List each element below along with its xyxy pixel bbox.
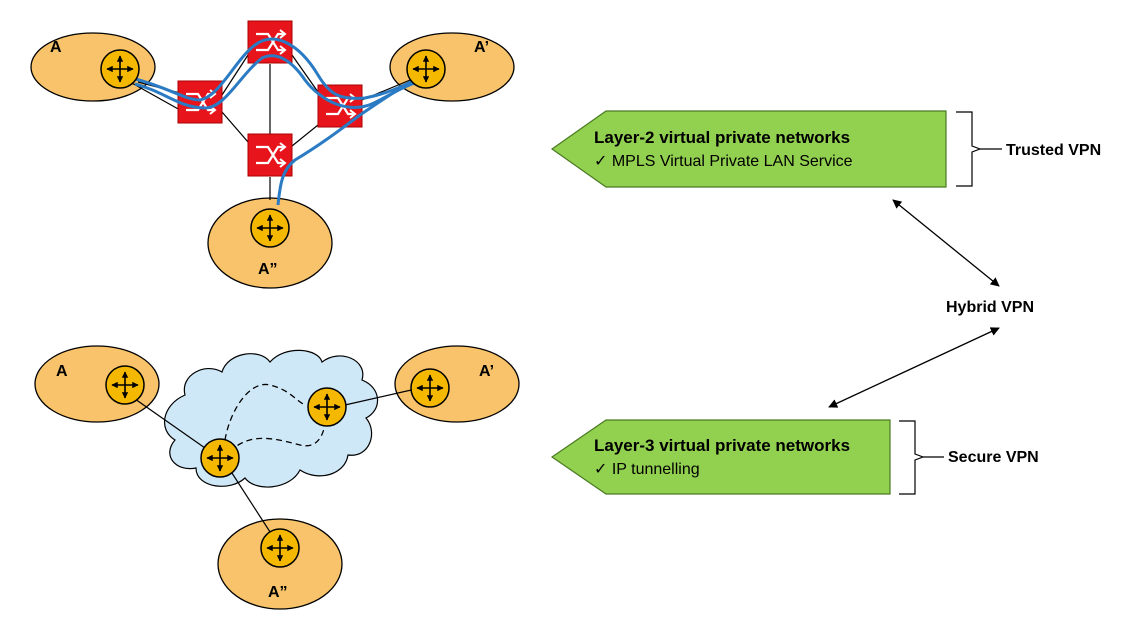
- router-icon: [308, 388, 346, 426]
- router-icon: [411, 369, 449, 407]
- bottom-network: A A’ A”: [34, 345, 520, 610]
- router-icon: [261, 529, 299, 567]
- layer2-box: Layer-2 virtual private networks ✓ MPLS …: [550, 110, 947, 188]
- top-network: A A’ A”: [30, 19, 515, 289]
- layer3-box: Layer-3 virtual private networks ✓ IP tu…: [550, 419, 891, 495]
- site-label: A”: [258, 261, 278, 278]
- hybrid-arrow-top: [892, 199, 1000, 287]
- layer3-item: ✓ IP tunnelling: [594, 461, 700, 478]
- router-icon: [407, 50, 445, 88]
- layer3-title: Layer-3 virtual private networks: [594, 436, 850, 455]
- site-label: A”: [268, 584, 288, 601]
- access-links: [124, 387, 421, 536]
- router-icon: [201, 439, 239, 477]
- physical-links: [129, 54, 416, 200]
- router-icon: [251, 209, 289, 247]
- site-label: A’: [479, 363, 494, 380]
- ip-tunnels: [224, 383, 326, 453]
- site-label: A’: [474, 39, 489, 56]
- layer2-item: ✓ MPLS Virtual Private LAN Service: [594, 153, 853, 170]
- router-icon: [101, 50, 139, 88]
- site-label: A: [56, 363, 68, 380]
- secure-vpn-label: Secure VPN: [948, 449, 1039, 466]
- trusted-brace: [956, 111, 982, 187]
- internet-cloud: [164, 349, 379, 488]
- hybrid-vpn-label: Hybrid VPN: [946, 299, 1034, 316]
- secure-brace: [899, 420, 925, 495]
- trusted-vpn-label: Trusted VPN: [1006, 142, 1101, 159]
- router-icon: [106, 366, 144, 404]
- layer2-title: Layer-2 virtual private networks: [594, 128, 850, 147]
- hybrid-arrow-bottom: [828, 327, 1000, 408]
- mpls-switch-icon: [176, 79, 224, 125]
- vpn-tunnels: [131, 37, 419, 206]
- site-label: A: [50, 39, 62, 56]
